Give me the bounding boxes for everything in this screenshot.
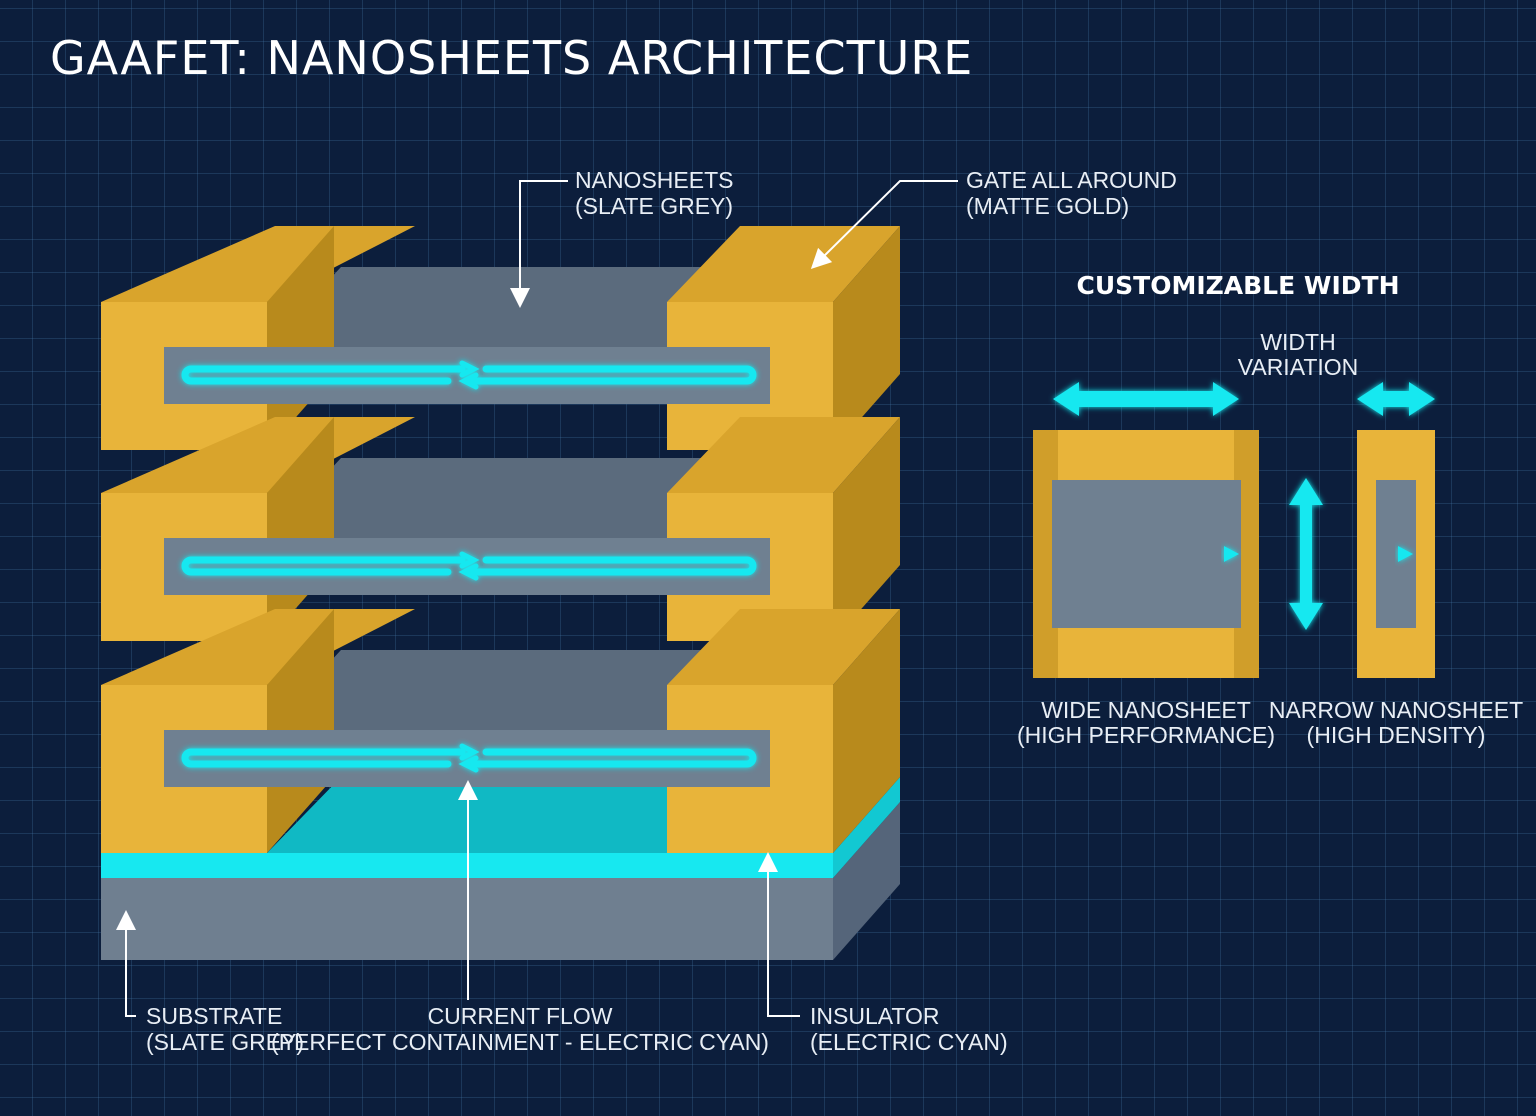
nanosheets-label: NANOSHEETS	[575, 167, 733, 193]
gate-top-face	[667, 609, 900, 685]
arrowhead-icon	[459, 743, 480, 761]
gate-side-face	[833, 609, 900, 853]
nanosheets-sublabel: (SLATE GREY)	[575, 193, 733, 219]
insulator-side	[833, 777, 900, 878]
gate-side-face	[833, 417, 900, 641]
insulator-label: INSULATOR	[810, 1003, 940, 1029]
tier-1	[101, 226, 900, 450]
gate-top-face	[667, 226, 900, 302]
gate-leader	[810, 180, 958, 270]
current-arrow-right-loop	[470, 748, 757, 768]
tier-2	[101, 417, 900, 641]
wide-gate-edge	[1033, 430, 1058, 678]
width-panel-title: CUSTOMIZABLE WIDTH	[1077, 271, 1400, 300]
gate-top-face	[101, 609, 415, 685]
leader-lines	[116, 180, 958, 1017]
nanosheet-front	[164, 538, 770, 595]
current-flow-loop	[181, 743, 757, 773]
current-arrow-right-loop	[470, 365, 757, 385]
gate-side-face	[833, 226, 900, 450]
tier-3	[101, 609, 900, 853]
insulator-sublabel: (ELECTRIC CYAN)	[810, 1029, 1008, 1055]
arrowhead-icon	[459, 551, 480, 569]
current-label: CURRENT FLOW	[428, 1003, 613, 1029]
gate-label: GATE ALL AROUND	[966, 167, 1177, 193]
current-arrow-left-loop	[181, 365, 466, 385]
gate-right	[667, 226, 900, 450]
insulator-top-face	[267, 777, 741, 853]
page-title: GAAFET: NANOSHEETS ARCHITECTURE	[50, 31, 973, 85]
width-arrow-narrow-icon	[1357, 382, 1435, 416]
substrate-label: SUBSTRATE	[146, 1003, 282, 1029]
arrowhead-icon	[459, 360, 480, 378]
arrowhead-icon	[458, 372, 479, 390]
width-panel	[1033, 382, 1435, 678]
gate-top-face	[667, 417, 900, 493]
narrow-nanosheet-label: NARROW NANOSHEET	[1269, 697, 1523, 723]
nanosheets-leader	[510, 180, 568, 308]
nanosheet-top-face	[267, 458, 741, 538]
current-arrow-left-loop	[181, 556, 466, 576]
nanosheet-top-face	[267, 650, 741, 730]
narrow-nanosheet-sublabel: (HIGH DENSITY)	[1307, 722, 1486, 748]
gate-sublabel: (MATTE GOLD)	[966, 193, 1129, 219]
width-variation-label-2: VARIATION	[1238, 354, 1359, 380]
width-variation-label: WIDTH	[1260, 329, 1335, 355]
insulator-leader	[758, 852, 800, 1017]
current-flow-loop	[181, 360, 757, 390]
current-arrow-left-loop	[181, 748, 466, 768]
current-sublabel: (PERFECT CONTAINMENT - ELECTRIC CYAN)	[271, 1029, 769, 1055]
gate-top-face	[101, 226, 415, 302]
nanosheet-stack	[101, 226, 900, 960]
wide-nanosheet-label: WIDE NANOSHEET	[1041, 697, 1251, 723]
nanosheet-front	[164, 347, 770, 404]
substrate-sublabel: (SLATE GREY)	[146, 1029, 304, 1055]
arrowhead-icon	[1224, 546, 1239, 562]
arrowhead-icon	[458, 563, 479, 581]
arrowhead-icon	[1398, 546, 1413, 562]
gate-right	[667, 417, 900, 641]
current-flow-loop	[181, 551, 757, 581]
nanosheet-front	[164, 730, 770, 787]
substrate-leader	[116, 910, 136, 1017]
nanosheet-top-face	[267, 267, 741, 347]
width-arrow-wide-icon	[1053, 382, 1239, 416]
arrowhead-icon	[458, 755, 479, 773]
gate-top-face	[101, 417, 415, 493]
current-arrow-right-loop	[470, 556, 757, 576]
height-arrow-icon	[1289, 478, 1323, 630]
substrate-side	[833, 802, 900, 960]
wide-nanosheet-sublabel: (HIGH PERFORMANCE)	[1017, 722, 1275, 748]
